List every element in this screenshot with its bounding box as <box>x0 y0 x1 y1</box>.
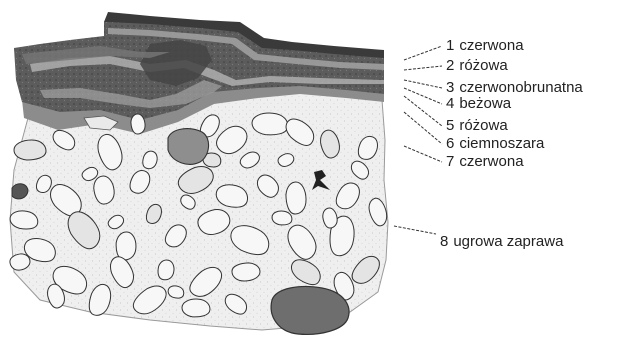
leader-line <box>404 146 442 162</box>
layer-number: 2 <box>446 57 454 74</box>
layer-name: czerwona <box>459 37 524 54</box>
leader-line <box>404 80 442 88</box>
leader-line <box>404 88 442 104</box>
layer-number: 5 <box>446 117 454 134</box>
dark-pebble-bottom <box>271 287 349 335</box>
layer-label-text: 7 czerwona <box>446 153 524 170</box>
layer-number: 7 <box>446 153 454 170</box>
layer-number: 8 <box>440 233 448 250</box>
layer-name: czerwonobrunatna <box>459 79 583 96</box>
layer-label-text: 3 czerwonobrunatna <box>446 79 583 96</box>
stone <box>182 298 211 317</box>
leader-line <box>404 112 442 144</box>
stone <box>286 182 307 214</box>
layer-number: 6 <box>446 135 454 152</box>
layer-name: ciemnoszara <box>459 135 545 152</box>
leader-line <box>394 226 436 234</box>
leader-line <box>404 46 442 60</box>
layer-label-text: 6 ciemnoszara <box>446 135 545 152</box>
layer-label-text: 5 różowa <box>446 117 508 134</box>
layer-label-text: 4 beżowa <box>446 95 512 112</box>
layer-number: 3 <box>446 79 454 96</box>
dark-pebble-mid <box>168 129 209 165</box>
layer-label-text: 8 ugrowa zaprawa <box>440 233 564 250</box>
layer-label-3: 3 czerwonobrunatna <box>404 79 583 96</box>
layer-number: 1 <box>446 37 454 54</box>
layer-name: beżowa <box>459 95 511 112</box>
layer-label-2: 2 różowa <box>404 57 508 74</box>
layer-name: ugrowa zaprawa <box>453 233 564 250</box>
layer-name: różowa <box>459 57 508 74</box>
dark-pebble-small <box>12 184 28 199</box>
layer-labels: 1 czerwona 2 różowa 3 czerwonobrunatna 4 beżowa… <box>394 37 583 250</box>
layer-name: czerwona <box>459 153 524 170</box>
layer-label-text: 2 różowa <box>446 57 508 74</box>
leader-line <box>404 66 442 70</box>
layer-name: różowa <box>459 117 508 134</box>
layer-label-text: 1 czerwona <box>446 37 524 54</box>
leader-line <box>404 96 442 126</box>
stone <box>14 140 46 160</box>
layer-label-8: 8 ugrowa zaprawa <box>394 226 564 250</box>
layer-number: 4 <box>446 95 454 112</box>
